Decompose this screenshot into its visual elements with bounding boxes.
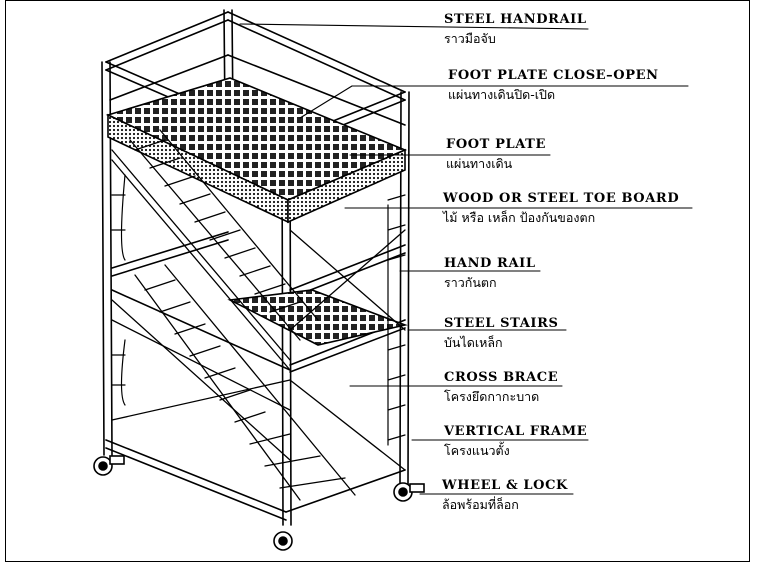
- label-th: บันไดเหล็ก: [444, 335, 503, 350]
- label-th: โครงแนวตั้ง: [444, 443, 510, 458]
- platform-outline: [105, 77, 408, 224]
- label-en: HAND RAIL: [444, 256, 536, 271]
- label-hand-rail: HAND RAIL ราวกันตก: [444, 256, 536, 291]
- wheels: [93, 455, 425, 551]
- label-cross-brace: CROSS BRACE โครงยึดกากะบาด: [444, 370, 558, 405]
- label-th: โครงยึดกากะบาด: [444, 389, 540, 404]
- label-en: WHEEL & LOCK: [442, 478, 568, 493]
- upper-stairs: [129, 129, 319, 341]
- label-th: แผ่นทางเดิน: [446, 156, 513, 171]
- label-en: WOOD OR STEEL TOE BOARD: [443, 191, 680, 206]
- label-en: CROSS BRACE: [444, 370, 559, 385]
- label-th: ไม้ หรือ เหล็ก ป้องกันของตก: [443, 210, 596, 225]
- leader-lines: [239, 23, 693, 495]
- vertical-frame-posts: [101, 9, 410, 526]
- label-en: STEEL HANDRAIL: [444, 12, 587, 27]
- label-vertical-frame: VERTICAL FRAME โครงแนวตั้ง: [444, 424, 587, 459]
- label-th: ราวกันตก: [444, 275, 497, 290]
- label-toe-board: WOOD OR STEEL TOE BOARD ไม้ หรือ เหล็ก ป…: [443, 191, 679, 226]
- mid-foot-plate: [227, 289, 408, 346]
- label-th: ล้อพร้อมที่ล็อก: [442, 497, 519, 512]
- label-steel-handrail: STEEL HANDRAIL ราวมือจับ: [444, 12, 587, 47]
- label-en: VERTICAL FRAME: [444, 424, 588, 439]
- label-en: FOOT PLATE: [446, 137, 546, 152]
- label-en: FOOT PLATE CLOSE–OPEN: [448, 68, 659, 83]
- label-wheel-lock: WHEEL & LOCK ล้อพร้อมที่ล็อก: [442, 478, 568, 513]
- lower-stairs: [134, 264, 356, 501]
- diagram-frame: [5, 0, 750, 562]
- left-ladder: [111, 174, 126, 406]
- label-foot-plate: FOOT PLATE แผ่นทางเดิน: [446, 137, 546, 172]
- base-frame: [105, 439, 406, 521]
- cross-braces: [111, 149, 406, 471]
- label-foot-plate-close-open: FOOT PLATE CLOSE–OPEN แผ่นทางเดินปิด-เปิ…: [448, 68, 659, 103]
- label-en: STEEL STAIRS: [444, 316, 559, 331]
- label-th: ราวมือจับ: [444, 31, 496, 46]
- label-steel-stairs: STEEL STAIRS บันไดเหล็ก: [444, 316, 558, 351]
- label-th: แผ่นทางเดินปิด-เปิด: [448, 87, 556, 102]
- ladder-rungs: [387, 194, 406, 446]
